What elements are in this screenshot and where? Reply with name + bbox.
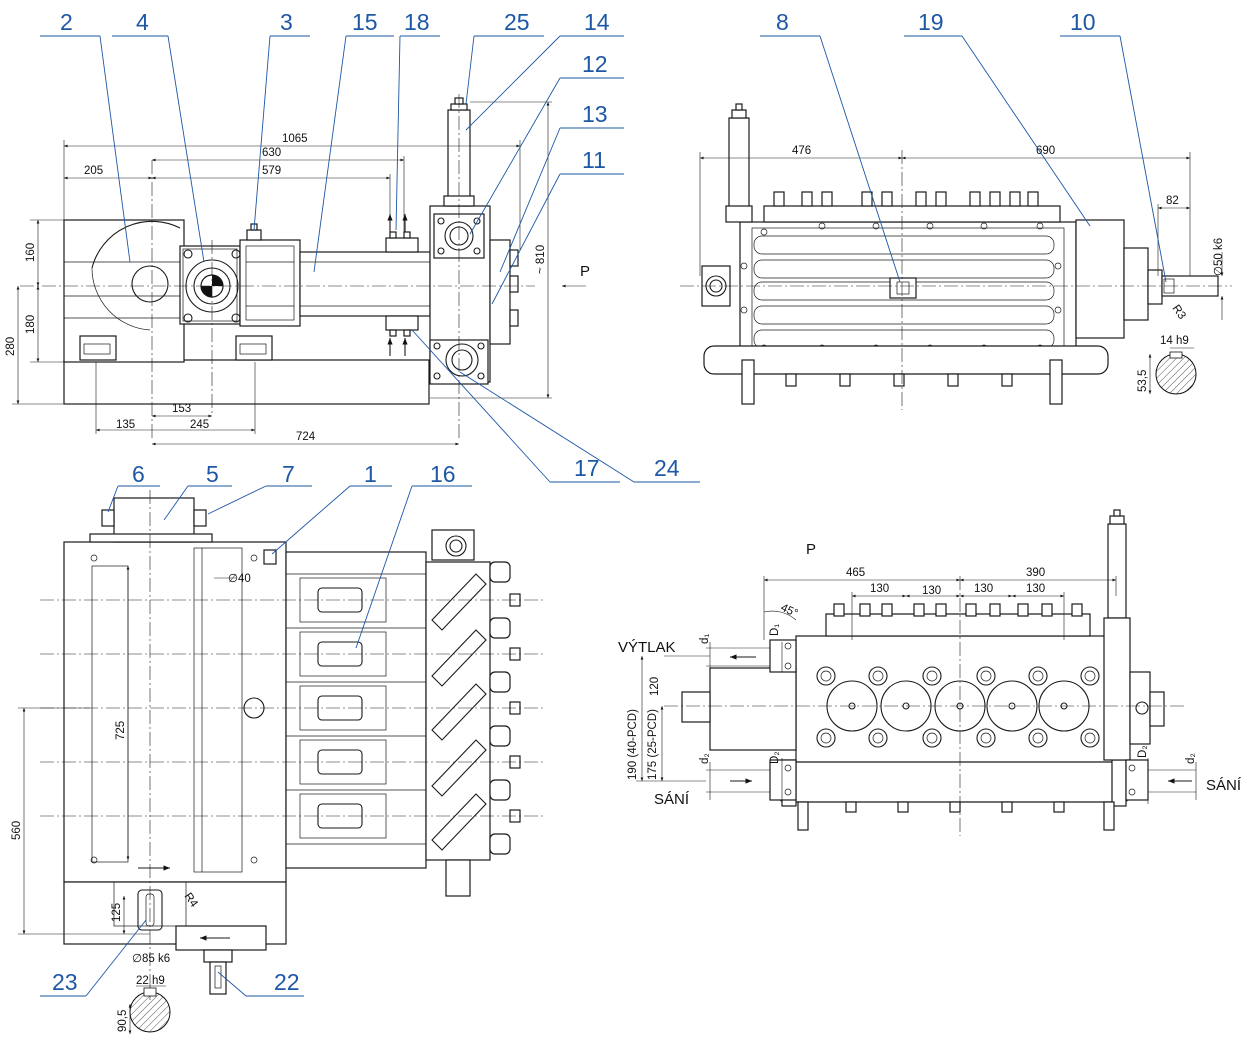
callout-19: 19 [918, 9, 944, 35]
dim-90-5: 90,5 [117, 1010, 129, 1032]
dim-180: 180 [25, 315, 37, 334]
dim-190-pcd: 190 (40-PCD) [627, 709, 639, 780]
dim-82: 82 [1166, 195, 1179, 207]
view-p-title: P [806, 541, 816, 558]
callout-15: 15 [352, 9, 378, 35]
callout-23: 23 [52, 969, 78, 995]
shaft-dia-85: ∅85 k6 [132, 953, 170, 965]
dim-205: 205 [84, 165, 103, 177]
dim-390: 390 [1026, 567, 1045, 579]
dim-280: 280 [5, 337, 17, 356]
radius-r3: R3 [1170, 303, 1188, 322]
shaft-dia-50: ∅50 k6 [1213, 238, 1225, 276]
callout-14: 14 [584, 9, 610, 35]
label-sani-left: SÁNÍ [654, 791, 690, 808]
dim-53-5: 53,5 [1137, 370, 1149, 392]
dim-153: 153 [172, 403, 191, 415]
p-view-bottom-bolts [845, 801, 1065, 813]
callout-22: 22 [274, 969, 300, 995]
dim-724: 724 [296, 431, 316, 443]
dim-120: 120 [649, 677, 661, 696]
callout-3: 3 [280, 9, 293, 35]
dim-1065: 1065 [282, 133, 308, 145]
pipe-d2-right: d₂ [1185, 753, 1197, 764]
callout-6: 6 [132, 461, 145, 487]
view-p: P 465 390 130 130 130 130 45° d₁ D₁ d₂ D… [618, 509, 1242, 836]
dim-175-pcd: 175 (25-PCD) [647, 709, 659, 780]
dim-725: 725 [115, 721, 127, 740]
side-view: 476 690 82 ∅50 k6 R3 14 h9 53,5 [680, 103, 1232, 410]
valve-diagonals [431, 573, 487, 851]
pipe-d2-left: d₂ [699, 753, 711, 764]
top-view: ∅40 725 560 125 R4 ∅85 k6 22 h9 90,5 [11, 490, 546, 1034]
side-bottom-bolts [785, 373, 1013, 387]
callout-16: 16 [430, 461, 456, 487]
flange-D2-left: D₂ [769, 751, 781, 764]
label-sani-right: SÁNÍ [1206, 777, 1242, 794]
label-vytlak: VÝTLAK [618, 639, 676, 656]
dim-690: 690 [1036, 145, 1055, 157]
dim-130-d: 130 [1026, 583, 1045, 595]
callout-4: 4 [136, 9, 149, 35]
callout-2: 2 [60, 9, 73, 35]
callout-17: 17 [574, 455, 600, 481]
dia-40: ∅40 [228, 573, 251, 585]
callout-18: 18 [404, 9, 430, 35]
callout-7: 7 [282, 461, 295, 487]
callout-11: 11 [582, 147, 606, 173]
callout-8: 8 [776, 9, 789, 35]
dim-476: 476 [792, 145, 811, 157]
dim-560: 560 [11, 821, 23, 840]
dim-135: 135 [116, 419, 135, 431]
callout-1: 1 [364, 461, 377, 487]
side-bolts-top [773, 191, 1039, 207]
dim-130-c: 130 [974, 583, 993, 595]
dim-810: ~ 810 [535, 245, 547, 274]
view-arrow-p-label: P [580, 263, 590, 280]
p-view-nuts [816, 666, 1100, 748]
callout-12: 12 [582, 51, 608, 77]
callout-5: 5 [206, 461, 219, 487]
dim-130-a: 130 [870, 583, 889, 595]
flange-D2-right: D₂ [1137, 745, 1149, 758]
dim-245: 245 [190, 419, 209, 431]
key-22h9: 22 h9 [136, 975, 165, 987]
dim-630: 630 [262, 147, 281, 159]
callout-10: 10 [1070, 9, 1096, 35]
callout-25: 25 [504, 9, 530, 35]
pipe-d1: d₁ [699, 634, 711, 644]
callout-13: 13 [582, 101, 608, 127]
callouts: 2 4 3 15 18 25 14 12 13 11 17 24 8 19 10… [40, 9, 1167, 997]
dim-465: 465 [846, 567, 865, 579]
callout-24: 24 [654, 455, 680, 481]
p-view-bolts-top [833, 603, 1083, 617]
dim-160: 160 [25, 243, 37, 262]
dim-579: 579 [262, 165, 281, 177]
key-14h9: 14 h9 [1160, 335, 1189, 347]
flange-D1: D₁ [769, 624, 781, 636]
dim-130-b: 130 [922, 585, 941, 597]
dim-125: 125 [111, 903, 123, 922]
front-view: 1065 630 579 205 160 180 280 153 135 245… [5, 94, 590, 446]
angle-45: 45° [779, 602, 800, 620]
